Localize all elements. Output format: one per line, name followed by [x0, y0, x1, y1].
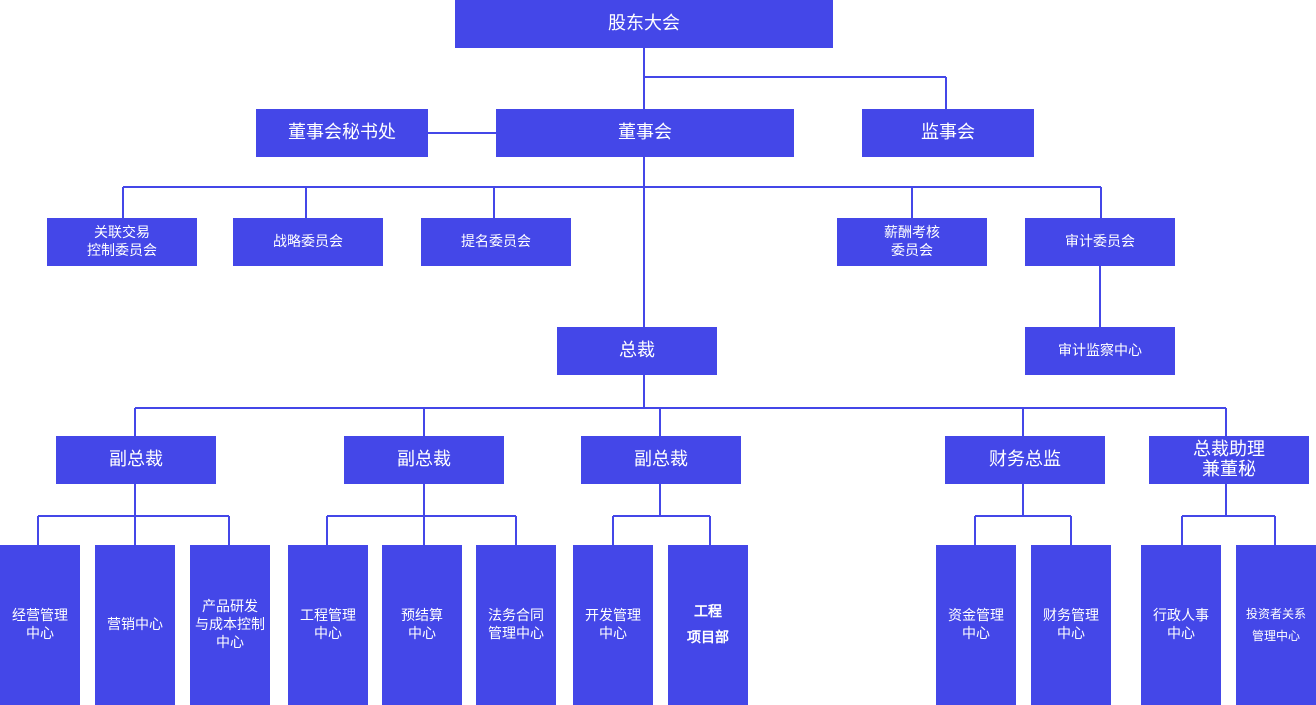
vice-president-2-box: 副总裁 — [344, 436, 504, 484]
engineering-project-dept-box: 工程 项目部 — [668, 545, 748, 705]
board-of-directors-box: 董事会 — [496, 109, 794, 157]
cfo-box: 财务总监 — [945, 436, 1105, 484]
rd-cost-control-center-box: 产品研发 与成本控制 中心 — [190, 545, 270, 705]
board-secretariat-box: 董事会秘书处 — [256, 109, 428, 157]
investor-relations-center-box: 投资者关系 管理中心 — [1236, 545, 1316, 705]
vice-president-3-box: 副总裁 — [581, 436, 741, 484]
audit-committee-box: 审计委员会 — [1025, 218, 1175, 266]
development-management-center-box: 开发管理 中心 — [573, 545, 653, 705]
budget-settlement-center-box: 预结算 中心 — [382, 545, 462, 705]
remuneration-committee-box: 薪酬考核 委员会 — [837, 218, 987, 266]
vice-president-1-box: 副总裁 — [56, 436, 216, 484]
financial-management-center-box: 财务管理 中心 — [1031, 545, 1111, 705]
president-assistant-box: 总裁助理 兼董秘 — [1149, 436, 1309, 484]
nomination-committee-box: 提名委员会 — [421, 218, 571, 266]
president-box: 总裁 — [557, 327, 717, 375]
marketing-center-box: 营销中心 — [95, 545, 175, 705]
engineering-management-center-box: 工程管理 中心 — [288, 545, 368, 705]
shareholders-meeting-box: 股东大会 — [455, 0, 833, 48]
related-transactions-committee-box: 关联交易 控制委员会 — [47, 218, 197, 266]
operations-management-center-box: 经营管理 中心 — [0, 545, 80, 705]
supervisory-board-box: 监事会 — [862, 109, 1034, 157]
strategy-committee-box: 战略委员会 — [233, 218, 383, 266]
admin-hr-center-box: 行政人事 中心 — [1141, 545, 1221, 705]
legal-contract-center-box: 法务合同 管理中心 — [476, 545, 556, 705]
fund-management-center-box: 资金管理 中心 — [936, 545, 1016, 705]
audit-supervision-center-box: 审计监察中心 — [1025, 327, 1175, 375]
